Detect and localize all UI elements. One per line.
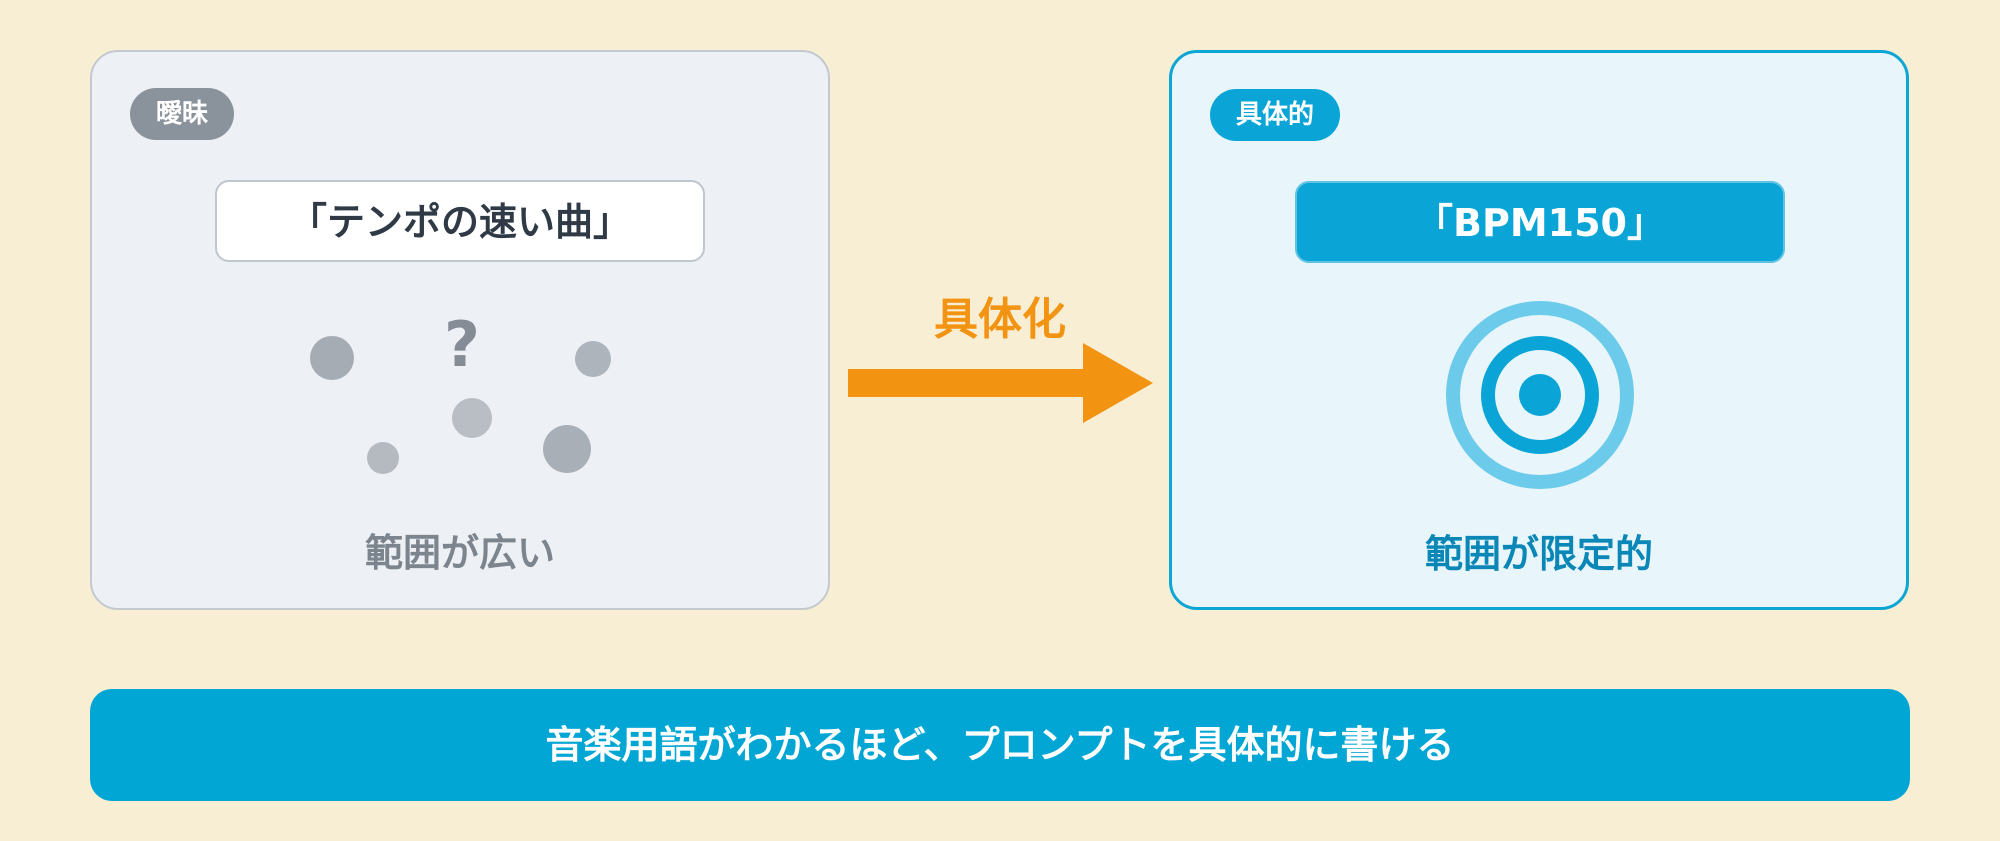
specific-tag: 具体的	[1210, 89, 1341, 141]
arrow-label: 具体化	[934, 294, 1066, 345]
vague-caption: 範囲が広い	[364, 531, 555, 575]
right-arrow-icon	[848, 343, 1153, 423]
dot-5	[543, 425, 591, 473]
specific-panel: 具体的 「BPM150」 範囲が限定的	[1169, 50, 1909, 610]
target-icon	[1446, 301, 1634, 489]
specific-quote-box: 「BPM150」	[1295, 181, 1785, 263]
question-mark-icon: ?	[444, 308, 480, 381]
vague-tag: 曖昧	[130, 88, 235, 140]
dot-4	[367, 442, 399, 474]
dot-2	[575, 341, 611, 377]
dot-3	[452, 398, 492, 438]
specific-caption: 範囲が限定的	[1424, 532, 1653, 576]
dot-1	[310, 336, 354, 380]
vague-panel: 曖昧 「テンポの速い曲」 ? 範囲が広い	[90, 50, 830, 610]
vague-quote-box: 「テンポの速い曲」	[215, 180, 705, 262]
summary-banner: 音楽用語がわかるほど、プロンプトを具体的に書ける	[90, 689, 1910, 801]
